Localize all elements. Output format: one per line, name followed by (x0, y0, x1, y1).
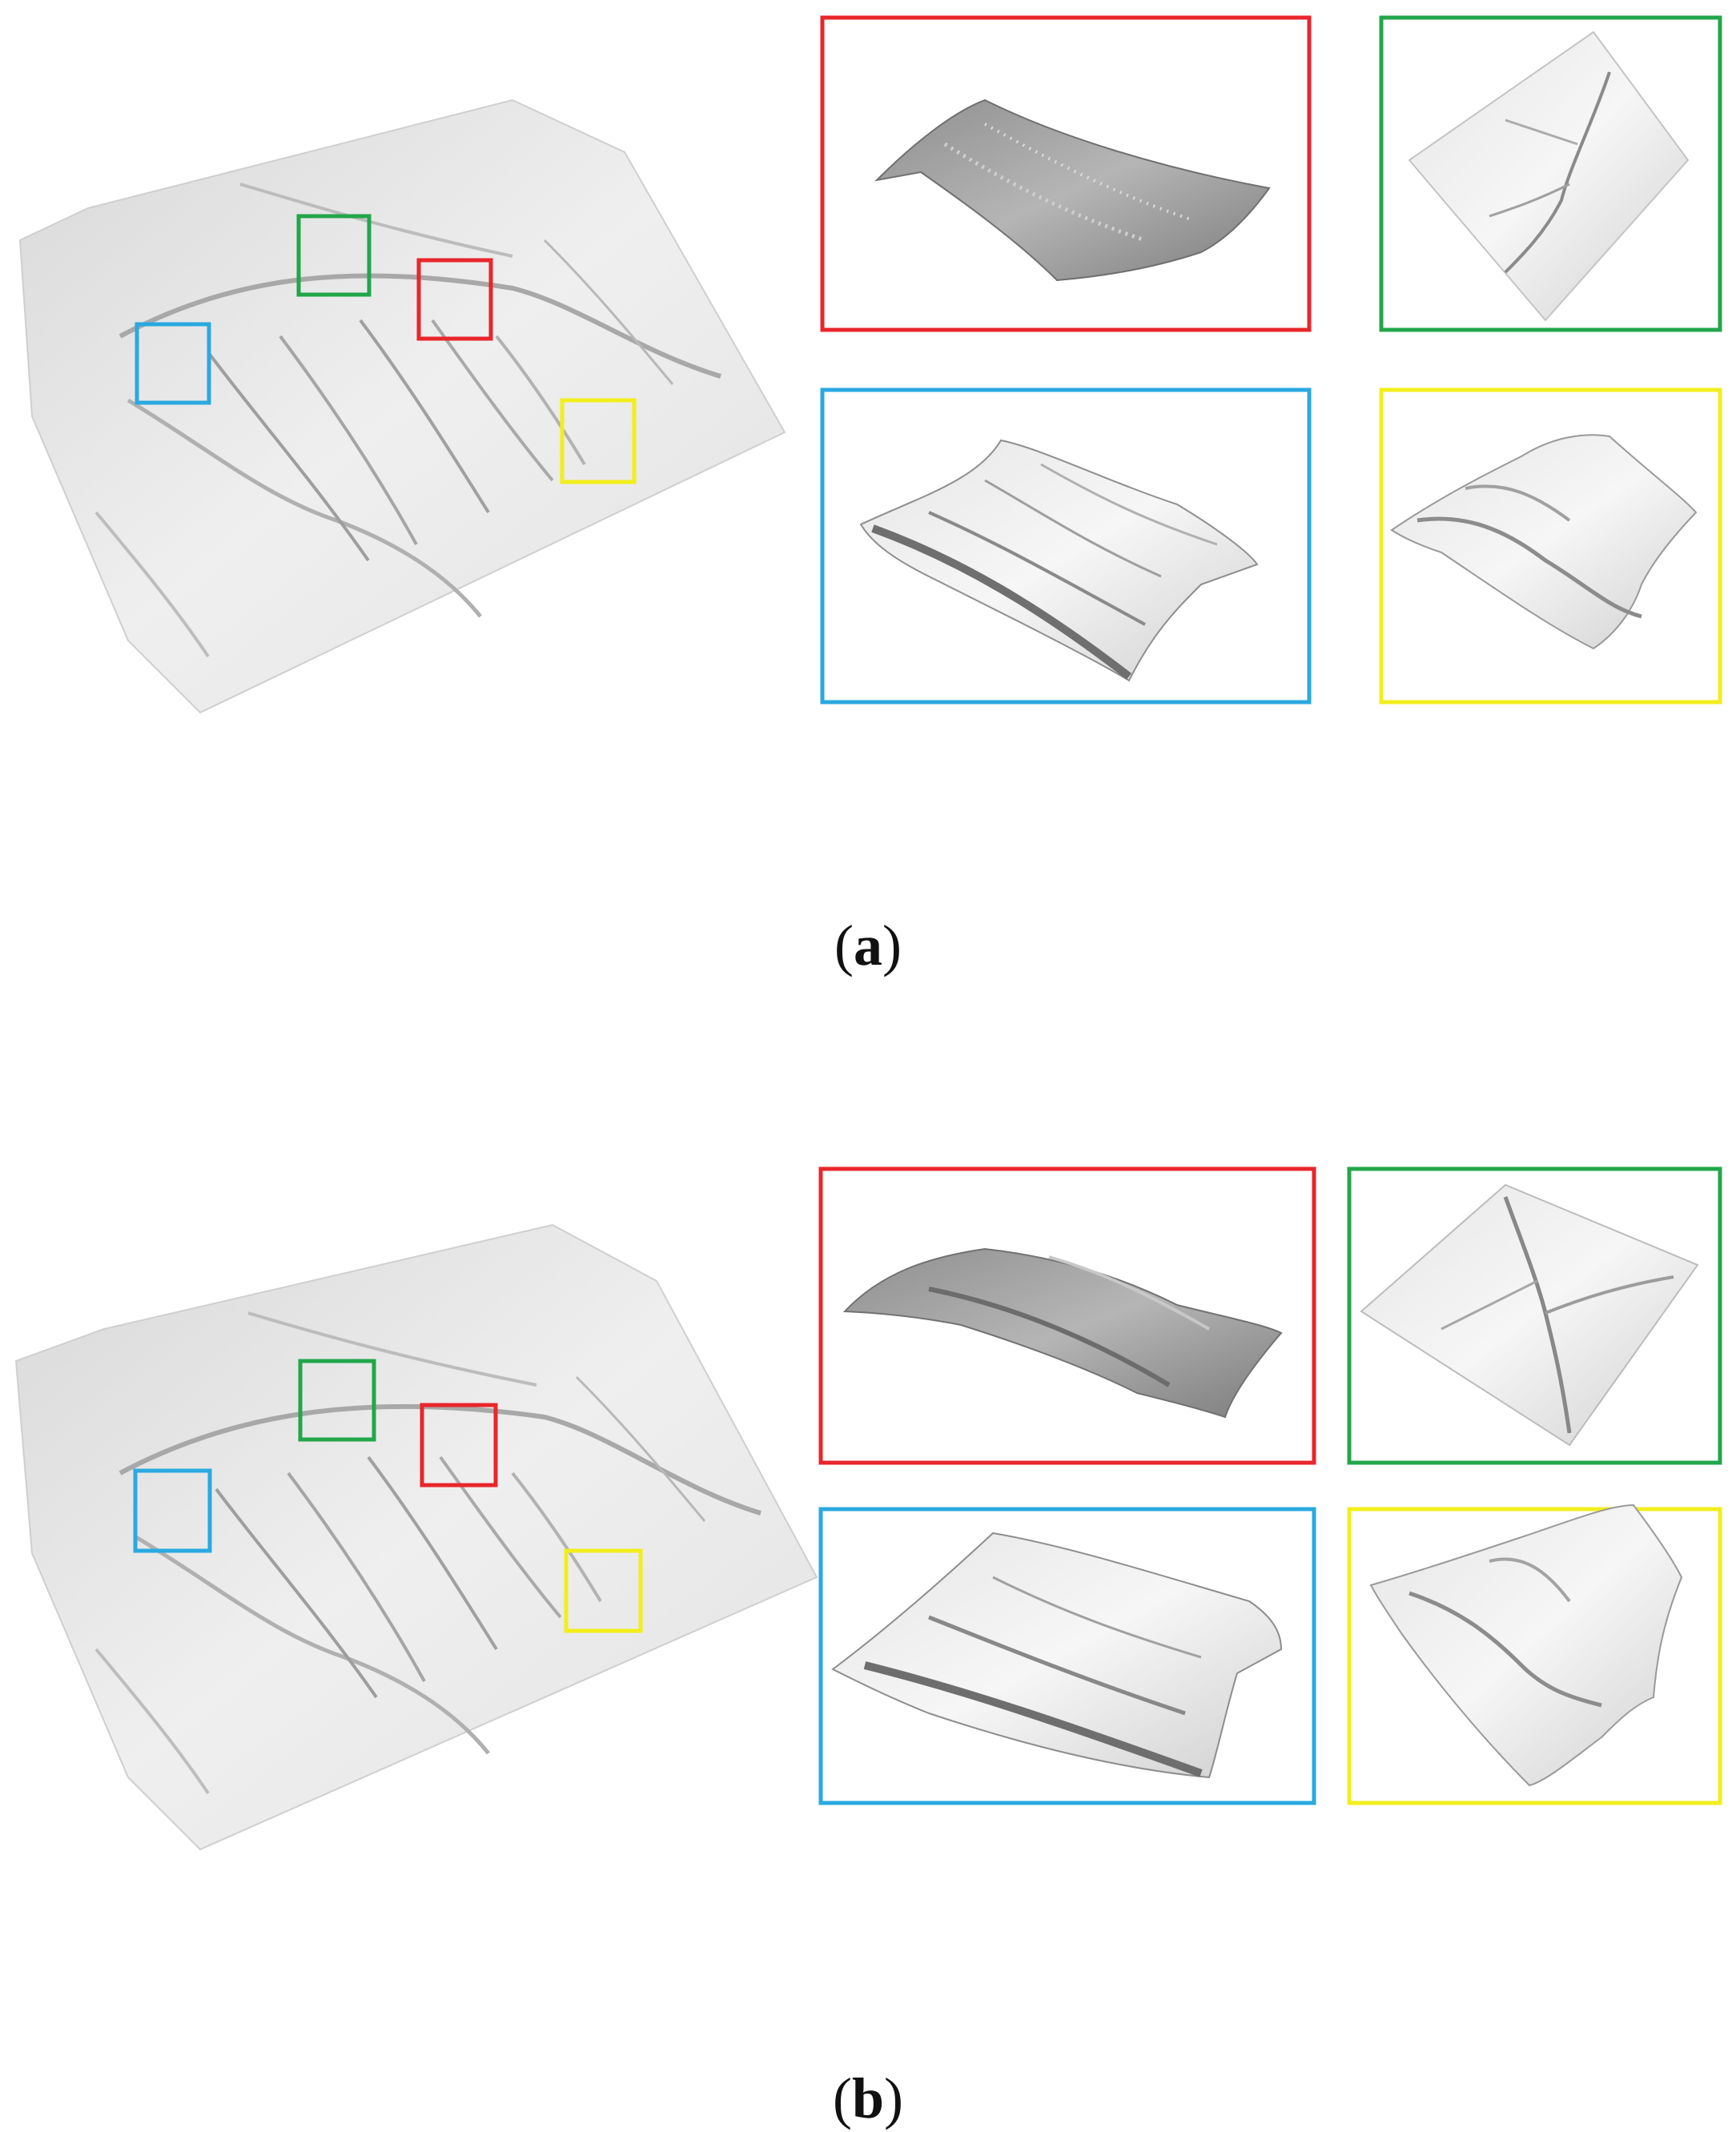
detail-red-a (820, 15, 1312, 332)
caption-b: (b) (832, 2066, 903, 2130)
detail-green-b (1347, 1166, 1722, 1465)
detail-yellow-a (1379, 387, 1722, 705)
locator-box-yellow-b (564, 1548, 643, 1633)
caption-a: (a) (834, 913, 902, 978)
locator-box-blue-b (133, 1468, 212, 1553)
detail-green-a (1379, 15, 1722, 332)
panel-b-figure (14, 1166, 1722, 1851)
detail-blue-b (818, 1507, 1316, 1805)
panel-a-figure (18, 15, 1722, 714)
locator-box-green-b (298, 1359, 376, 1442)
panel-a: (a) (0, 0, 1736, 1057)
locator-box-yellow-a (560, 398, 637, 484)
detail-red-b (818, 1166, 1316, 1465)
terrain-overview-b (14, 1223, 818, 1851)
panel-b: (b) (0, 1057, 1736, 2130)
terrain-overview-a (18, 98, 786, 714)
detail-blue-a (820, 387, 1312, 705)
locator-box-green-a (296, 214, 372, 297)
locator-box-red-a (416, 258, 493, 341)
locator-box-blue-a (135, 322, 211, 405)
locator-box-red-b (420, 1403, 498, 1488)
detail-yellow-b (1347, 1504, 1722, 1805)
